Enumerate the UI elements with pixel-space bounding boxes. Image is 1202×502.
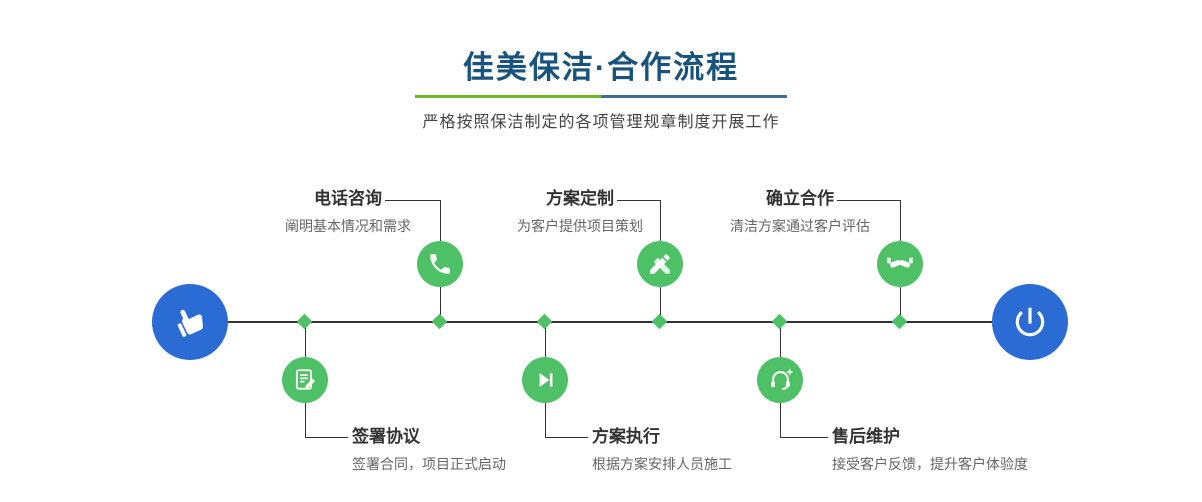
timeline-node-diamond: [891, 313, 908, 330]
connector-line: [385, 200, 440, 201]
divider-green-segment: [415, 95, 601, 98]
pencil-icon: [650, 254, 670, 274]
divider-blue-segment: [601, 95, 787, 98]
step-cooperation: 确立合作 清洁方案通过客户评估: [720, 189, 880, 235]
connector-line: [305, 437, 348, 438]
step-phone-consult: 电话咨询 阐明基本情况和需求: [268, 189, 428, 235]
pointing-hand-icon: [177, 309, 203, 337]
page-title: 佳美保洁·合作流程: [462, 50, 740, 85]
connector-line: [545, 437, 588, 438]
sign-agreement-node: [282, 357, 328, 403]
step-description: 为客户提供项目策划: [517, 218, 643, 234]
timeline-node-diamond: [536, 313, 553, 330]
phone-icon: [430, 254, 450, 274]
step-title: 售后维护: [832, 427, 900, 446]
headset-icon: [770, 368, 793, 390]
connector-line: [780, 437, 828, 438]
connector-line: [837, 200, 900, 201]
step-after-sales: 售后维护 接受客户反馈，提升客户体验度: [832, 427, 1062, 473]
step-title: 方案执行: [592, 427, 660, 446]
contract-icon: [295, 369, 316, 390]
step-title: 方案定制: [546, 189, 614, 208]
flow-end-circle: [992, 284, 1068, 360]
step-description: 清洁方案通过客户评估: [730, 218, 870, 234]
step-description: 根据方案安排人员施工: [592, 456, 732, 472]
timeline-node-diamond: [771, 313, 788, 330]
connector-line: [617, 200, 660, 201]
flow-start-circle: [152, 284, 228, 360]
plan-custom-node: [637, 241, 683, 287]
after-sales-node: [757, 357, 803, 403]
timeline-line: [228, 321, 992, 323]
step-title: 电话咨询: [314, 189, 382, 208]
step-plan-execute: 方案执行 根据方案安排人员施工: [592, 427, 822, 473]
timeline-node-diamond: [431, 313, 448, 330]
step-description: 接受客户反馈，提升客户体验度: [832, 456, 1028, 472]
timeline-node-diamond: [651, 313, 668, 330]
step-plan-custom: 方案定制 为客户提供项目策划: [500, 189, 660, 235]
plan-execute-node: [522, 357, 568, 403]
play-next-icon: [539, 372, 553, 388]
power-icon: [1015, 307, 1045, 337]
title-divider: [415, 95, 787, 98]
step-title: 确立合作: [766, 189, 834, 208]
step-title: 签署协议: [352, 427, 420, 446]
step-description: 阐明基本情况和需求: [285, 218, 411, 234]
step-description: 签署合同，项目正式启动: [352, 456, 506, 472]
timeline-node-diamond: [296, 313, 313, 330]
cooperation-node: [877, 241, 923, 287]
page-subtitle: 严格按照保洁制定的各项管理规章制度开展工作: [422, 114, 780, 131]
handshake-icon: [887, 257, 913, 268]
phone-consult-node: [417, 241, 463, 287]
step-sign-agreement: 签署协议 签署合同，项目正式启动: [352, 427, 582, 473]
